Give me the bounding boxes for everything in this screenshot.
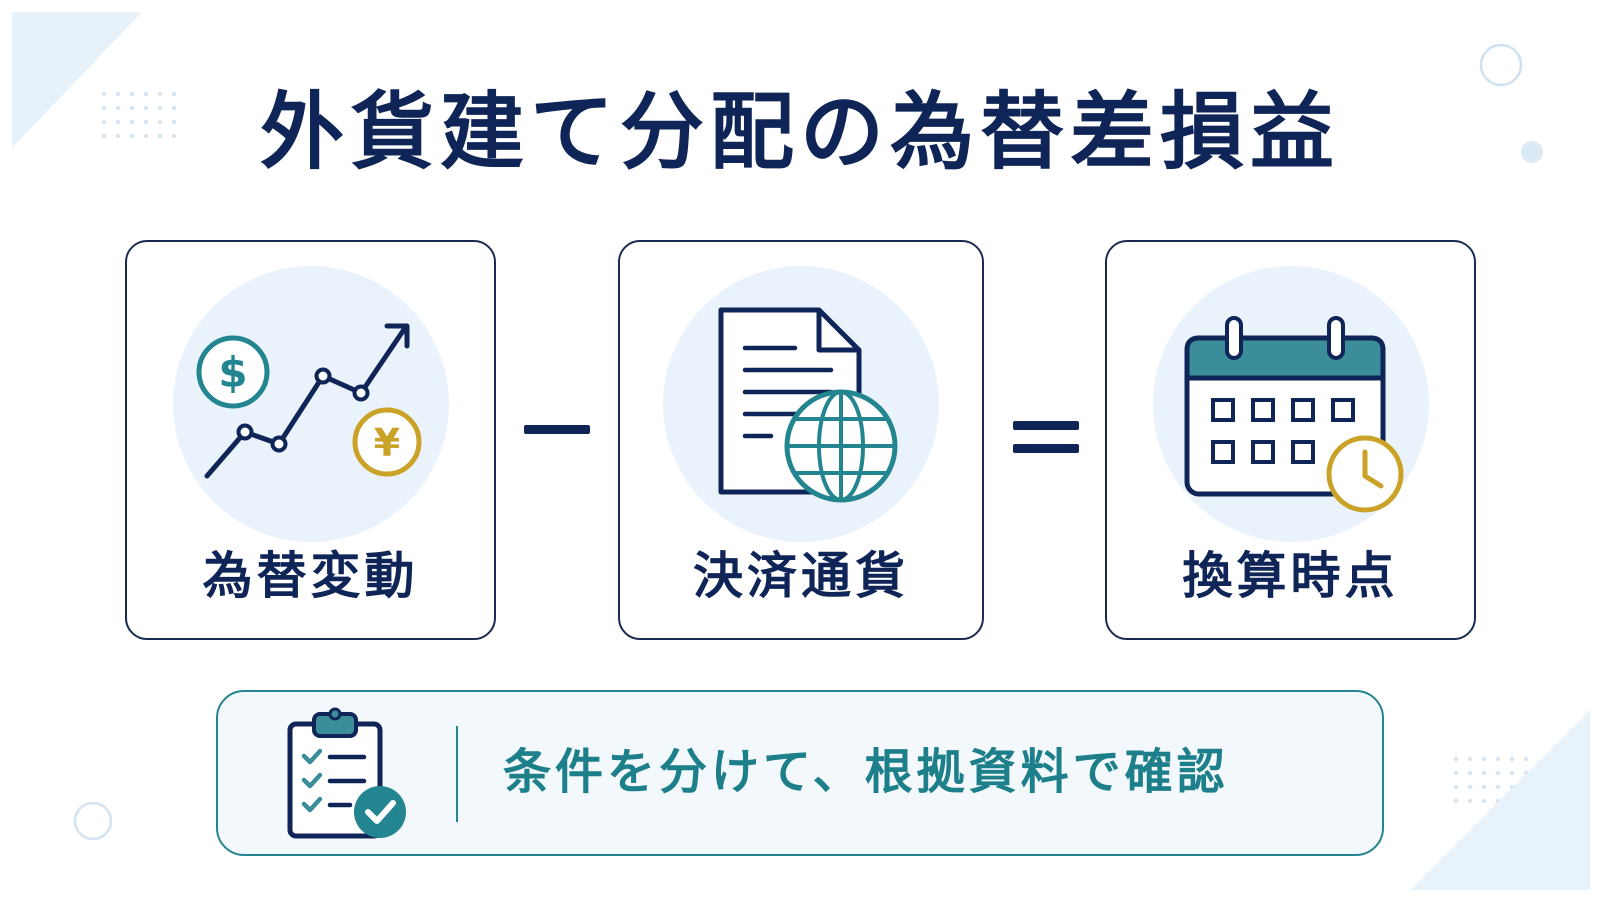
document-globe-icon <box>718 307 898 503</box>
globe-icon <box>784 389 898 503</box>
card-exchange-rate: $ ¥ 為替変動 <box>125 240 496 640</box>
confirmation-banner: 条件を分けて、根拠資料で確認 <box>216 690 1384 856</box>
page-title: 外貨建て分配の為替差損益 <box>259 83 1340 181</box>
ring-bottom-left <box>73 801 113 841</box>
dot-top-right <box>1521 141 1543 163</box>
card-label: 換算時点 <box>1182 547 1399 605</box>
minus-operator-icon <box>524 425 590 434</box>
svg-text:¥: ¥ <box>373 421 399 465</box>
dot-grid-top-left <box>101 91 177 139</box>
dollar-coin-icon: $ <box>196 335 269 409</box>
card-label: 決済通貨 <box>693 547 909 605</box>
svg-text:$: $ <box>218 348 247 397</box>
calendar-clock-icon <box>1184 316 1403 513</box>
check-badge-icon <box>354 786 406 838</box>
yen-coin-icon: ¥ <box>352 407 421 477</box>
ring-top-right <box>1479 43 1523 87</box>
card-settlement-currency: 決済通貨 <box>618 240 984 640</box>
corner-triangle-top-left <box>12 12 142 148</box>
banner-text: 条件を分けて、根拠資料で確認 <box>503 744 1229 800</box>
banner-divider <box>456 726 458 822</box>
clipboard-checklist-icon <box>287 707 406 839</box>
card-conversion-timing: 換算時点 <box>1105 240 1476 640</box>
currency-trend-icon: $ ¥ <box>196 323 421 479</box>
corner-triangle-bottom-right <box>1410 710 1590 890</box>
card-label: 為替変動 <box>202 547 419 605</box>
equals-operator-icon <box>1013 421 1079 453</box>
clock-icon <box>1326 435 1403 513</box>
